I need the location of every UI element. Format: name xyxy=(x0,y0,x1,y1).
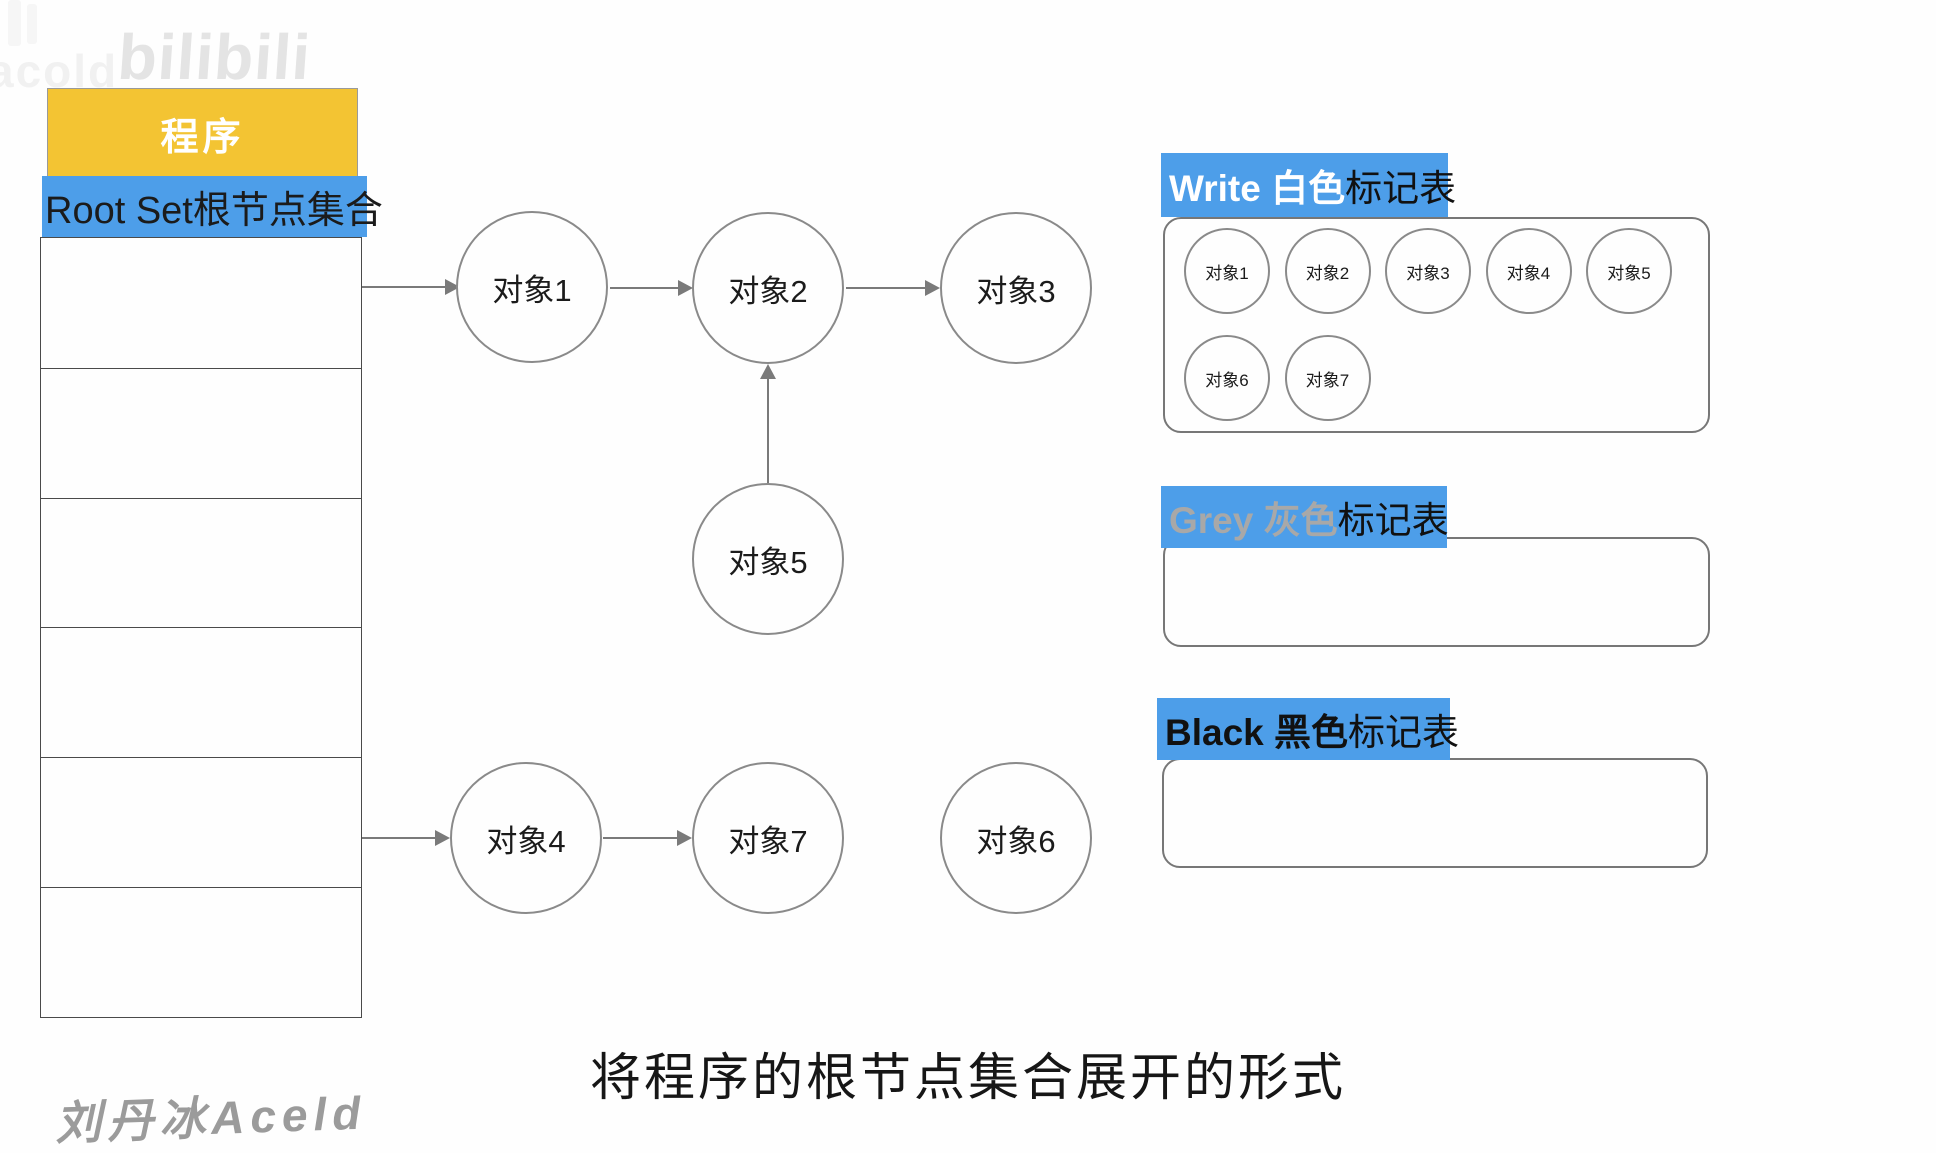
white-mark-item: 对象1 xyxy=(1184,228,1270,314)
black-mark-table-header: Black 黑色标记表 xyxy=(1157,698,1459,760)
arrowhead-up-to-obj2 xyxy=(760,364,776,379)
program-table-row xyxy=(41,757,361,887)
white-mark-item: 对象6 xyxy=(1184,335,1270,421)
white-mark-item: 对象4 xyxy=(1485,228,1572,314)
white-mark-suffix-label: 标记表 xyxy=(1345,168,1457,209)
arrowhead-to-obj3 xyxy=(925,280,940,296)
edge-obj4-to-obj7 xyxy=(603,837,678,839)
graph-node-obj6: 对象6 xyxy=(940,762,1092,914)
graph-node-obj1: 对象1 xyxy=(456,211,608,363)
grey-mark-table-box xyxy=(1163,537,1710,647)
white-mark-item: 对象5 xyxy=(1586,228,1672,314)
program-table xyxy=(40,237,362,1018)
edge-rootset-to-obj1 xyxy=(362,286,446,288)
watermark-artifact xyxy=(27,4,37,44)
caption-text: 将程序的根节点集合展开的形式 xyxy=(589,1049,1346,1106)
program-table-row xyxy=(41,238,361,368)
arrowhead-to-obj2 xyxy=(678,280,693,296)
root-set-row: Root Set根节点集合 xyxy=(42,176,383,237)
grey-mark-highlight-label: Grey 灰色 xyxy=(1169,500,1338,541)
arrowhead-to-obj4 xyxy=(435,830,450,846)
graph-node-obj4: 对象4 xyxy=(450,762,602,914)
black-mark-highlight-label: Black 黑色 xyxy=(1165,712,1349,753)
black-mark-table-box xyxy=(1162,758,1708,868)
arrowhead-to-obj7 xyxy=(677,830,692,846)
white-mark-table-header: Write 白色标记表 xyxy=(1161,153,1456,217)
edge-obj5-to-obj2 xyxy=(767,378,769,483)
grey-mark-suffix-label: 标记表 xyxy=(1337,500,1449,541)
graph-node-obj3: 对象3 xyxy=(940,212,1092,364)
edge-obj2-to-obj3 xyxy=(846,287,926,289)
program-table-row xyxy=(41,627,361,757)
watermark-artifact xyxy=(8,0,21,46)
white-mark-item: 对象7 xyxy=(1284,335,1371,421)
program-table-row xyxy=(41,497,361,628)
graph-node-obj7: 对象7 xyxy=(692,762,844,914)
graph-node-obj2: 对象2 xyxy=(692,212,844,364)
graph-node-obj5: 对象5 xyxy=(692,483,844,635)
grey-mark-table-header: Grey 灰色标记表 xyxy=(1161,486,1449,548)
edge-obj1-to-obj2 xyxy=(610,287,680,289)
program-table-row xyxy=(41,367,361,498)
white-mark-highlight-label: Write 白色 xyxy=(1169,168,1346,209)
edge-rootset-to-obj4 xyxy=(362,837,436,839)
white-mark-item: 对象3 xyxy=(1385,228,1471,314)
bilibili-logo-watermark: bilibili xyxy=(115,21,314,93)
white-mark-item: 对象2 xyxy=(1284,228,1371,314)
program-header: 程序 xyxy=(47,88,358,178)
black-mark-suffix-label: 标记表 xyxy=(1348,712,1460,753)
program-table-row xyxy=(41,887,361,1017)
